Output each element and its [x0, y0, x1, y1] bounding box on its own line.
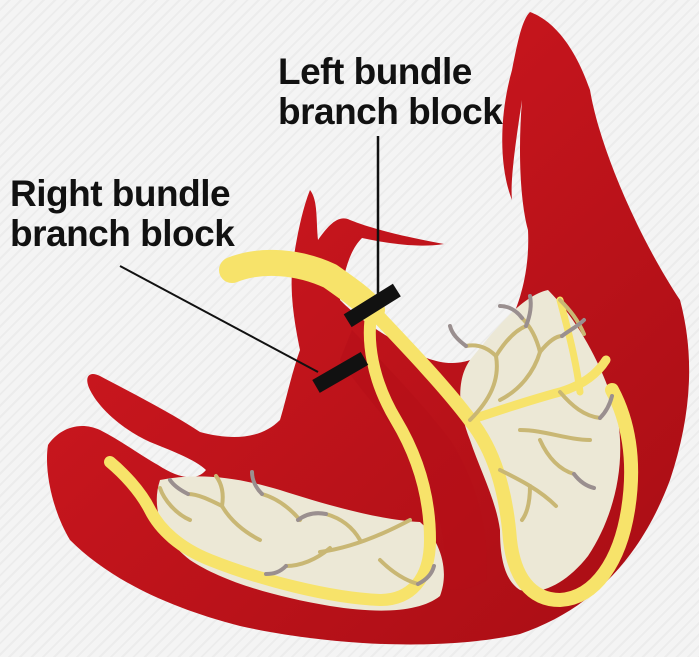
left-bundle-branch-block-label: Left bundle branch block [278, 52, 502, 132]
left-label-line1: Left bundle [278, 52, 502, 92]
right-label-line1: Right bundle [10, 174, 234, 214]
left-label-line2: branch block [278, 92, 502, 132]
right-bundle-branch-block-label: Right bundle branch block [10, 174, 234, 254]
right-label-line2: branch block [10, 214, 234, 254]
right-block-leader-line [120, 266, 318, 372]
